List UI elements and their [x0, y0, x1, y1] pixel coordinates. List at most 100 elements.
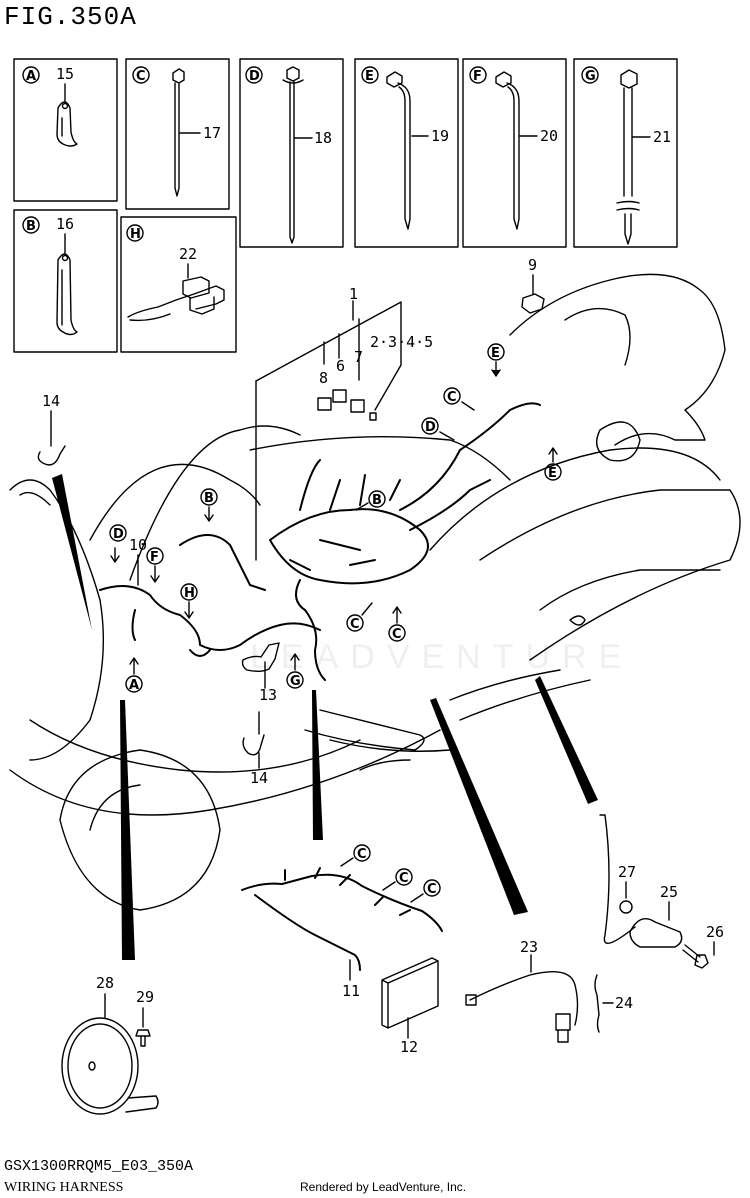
cable-tie-clip-icon — [282, 66, 304, 244]
marker-d-rear: D — [421, 417, 455, 441]
marker-d-front: D — [109, 524, 127, 563]
callout-2-3-4-5: 2·3·4·5 — [370, 333, 433, 351]
svg-text:F: F — [150, 550, 159, 565]
callout-10: 10 — [129, 536, 147, 554]
part-label-20: 20 — [540, 127, 558, 145]
callout-9: 9 — [528, 256, 537, 274]
cable-tie-icon — [172, 68, 185, 197]
sub-harness-11[interactable] — [241, 867, 443, 971]
side-stand-rod — [599, 814, 636, 944]
callout-29: 29 — [136, 988, 154, 1006]
callout-14-bottom: 14 — [250, 769, 268, 787]
spring-icon — [594, 974, 600, 1033]
sensor-wire-icon — [37, 431, 66, 466]
screw-icon — [135, 1029, 151, 1047]
front-sub-harness[interactable] — [99, 585, 321, 657]
inset-letter-d: D — [249, 69, 260, 84]
svg-text:C: C — [447, 390, 457, 405]
svg-text:E: E — [491, 346, 500, 361]
marker-c-sub-2: C — [382, 868, 413, 891]
inset-letter-f: F — [473, 69, 482, 84]
marker-g: G — [286, 653, 304, 689]
inset-box-g[interactable]: G 21 — [573, 58, 678, 248]
control-unit-icon — [381, 957, 439, 1029]
callout-23: 23 — [520, 938, 538, 956]
inset-box-a[interactable]: A 15 — [13, 58, 118, 202]
callout-26: 26 — [706, 923, 724, 941]
svg-text:C: C — [392, 627, 402, 642]
marker-b-right: B — [355, 490, 386, 511]
svg-text:D: D — [425, 420, 436, 435]
inset-box-c[interactable]: C 17 — [125, 58, 230, 210]
callout-6: 6 — [336, 357, 345, 375]
svg-text:E: E — [548, 466, 557, 481]
marker-c-sub-3: C — [410, 879, 441, 903]
part-label-21: 21 — [653, 128, 671, 146]
svg-text:B: B — [372, 493, 382, 508]
marker-c-front-1: C — [346, 602, 373, 632]
part-label-22: 22 — [179, 245, 197, 263]
marker-c-front-2: C — [388, 606, 406, 642]
clamp-icon — [56, 101, 78, 147]
sensor-wire-icon — [242, 711, 265, 756]
callout-27: 27 — [618, 863, 636, 881]
inset-letter-e: E — [365, 69, 374, 84]
figure-name: WIRING HARNESS — [4, 1180, 124, 1195]
inset-box-b[interactable]: B 16 — [13, 209, 118, 353]
inset-letter-h: H — [130, 227, 141, 242]
inset-box-f[interactable]: F 20 — [462, 58, 567, 248]
callout-13: 13 — [259, 686, 277, 704]
inset-letter-a: A — [26, 69, 36, 84]
part-label-17: 17 — [203, 124, 221, 142]
bolt-icon — [682, 944, 709, 969]
marker-h: H — [180, 583, 198, 619]
marker-a: A — [125, 657, 143, 693]
svg-text:A: A — [129, 678, 139, 693]
svg-text:B: B — [204, 491, 214, 506]
callout-24: 24 — [615, 994, 633, 1012]
washer-icon — [619, 900, 633, 914]
svg-text:C: C — [350, 617, 360, 632]
svg-text:G: G — [290, 674, 301, 689]
relay-icons — [317, 389, 377, 421]
marker-e-top: E — [487, 343, 505, 377]
inset-box-h[interactable]: H 22 — [120, 216, 237, 353]
marker-c-rear: C — [443, 387, 475, 411]
part-label-16: 16 — [56, 215, 74, 233]
inset-box-d[interactable]: D 18 — [239, 58, 344, 248]
cable-tie-icon — [495, 71, 520, 230]
callout-14-top: 14 — [42, 392, 60, 410]
svg-text:H: H — [184, 586, 195, 601]
watermark: LEADVENTURE — [250, 638, 633, 676]
part-label-15: 15 — [56, 65, 74, 83]
marker-e-lower: E — [544, 447, 562, 481]
callout-25: 25 — [660, 883, 678, 901]
marker-c-sub-1: C — [340, 844, 371, 867]
marker-f: F — [146, 547, 164, 583]
inset-letter-c: C — [136, 69, 146, 84]
inset-letter-b: B — [26, 219, 36, 234]
edge-clip-icon — [127, 276, 225, 322]
callout-1: 1 — [349, 285, 358, 303]
cable-tie-long-icon — [616, 69, 640, 245]
callout-11: 11 — [342, 982, 360, 1000]
inset-box-e[interactable]: E 19 — [354, 58, 459, 248]
brake-switch-icon — [465, 971, 579, 1043]
cable-tie-icon — [386, 71, 411, 230]
inset-letter-g: G — [585, 69, 596, 84]
callout-7: 7 — [354, 348, 363, 366]
svg-text:C: C — [357, 847, 367, 862]
rendered-by-credit: Rendered by LeadVenture, Inc. — [300, 1180, 467, 1194]
side-stand-switch-icon — [629, 918, 683, 948]
pointer-wedges — [52, 474, 598, 960]
callout-12: 12 — [400, 1038, 418, 1056]
svg-text:C: C — [399, 871, 409, 886]
main-harness[interactable] — [179, 402, 541, 681]
motorcycle-outline — [9, 273, 741, 911]
part-label-19: 19 — [431, 127, 449, 145]
clamp-icon — [56, 253, 78, 336]
callout-frame-part-1 — [255, 300, 402, 561]
part-label-18: 18 — [314, 129, 332, 147]
figure-title: FIG.350A — [4, 2, 137, 32]
